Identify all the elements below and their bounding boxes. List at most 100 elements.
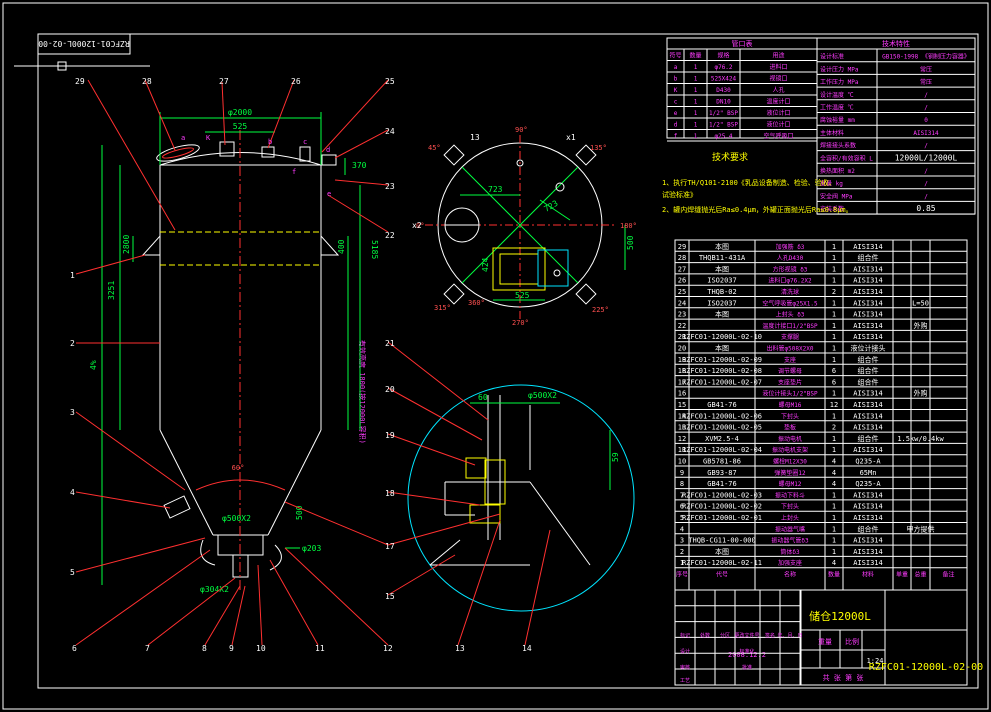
bom-cell: 18 bbox=[678, 367, 686, 375]
tech-value: / bbox=[924, 181, 928, 188]
top-dim-723a: 723 bbox=[488, 185, 503, 194]
tech-label: 换热面积 m2 bbox=[820, 167, 855, 175]
dim-3251: 3251 bbox=[107, 281, 116, 300]
dim-5185: 4% bbox=[89, 360, 98, 370]
tech-value: 0 bbox=[924, 117, 928, 124]
angle-360: 360° bbox=[468, 299, 485, 307]
svg-text:d: d bbox=[326, 146, 330, 154]
tech-label: 重量 kg bbox=[820, 180, 843, 188]
bom-cell: 9 bbox=[680, 469, 684, 477]
bom-cell: 螺母M12 bbox=[779, 480, 802, 488]
bom-cell: Q235-A bbox=[855, 458, 881, 466]
tech-label: 焊接接头系数 bbox=[820, 142, 856, 150]
bom-cell: GB93-87 bbox=[707, 469, 737, 477]
label-12: 12 bbox=[383, 644, 393, 653]
nozzle-cell: c bbox=[674, 99, 678, 106]
drawing-code: RZFC01-12000L-02-00 bbox=[869, 662, 983, 673]
nozzle-cell: a bbox=[674, 64, 678, 71]
bom-cell: 1 bbox=[832, 390, 836, 398]
tech-notes: 技术要求 1、执行TH/Q101-2100《乳品设备制造、检验、验收、 试验标准… bbox=[662, 151, 853, 214]
bom-cell: 12 bbox=[678, 435, 686, 443]
tech-label: 工作温度 ℃ bbox=[820, 104, 854, 112]
detail-view: 60 φ500X2 59 21 20 19 18 17 15 13 14 bbox=[385, 339, 635, 653]
bom-cell: 螺母M16 bbox=[779, 401, 802, 409]
bom-cell: THQB11-431A bbox=[699, 254, 746, 262]
cone-angle: 60° bbox=[232, 464, 245, 472]
bom-cell: 组合件 bbox=[858, 253, 879, 262]
angle-0: 0° bbox=[416, 222, 424, 230]
label-10: 10 bbox=[256, 644, 266, 653]
bom-cell: AISI314 bbox=[853, 277, 883, 285]
nozzle-cell: 1 bbox=[694, 99, 698, 106]
tech-label: 设计压力 MPa bbox=[820, 65, 859, 73]
nozzle-cell: 1 bbox=[694, 133, 698, 140]
label-9: 9 bbox=[229, 644, 234, 653]
bom-cell: GB41-76 bbox=[707, 480, 737, 488]
scale-value: 1:24 bbox=[867, 657, 884, 665]
tech-value: / bbox=[924, 143, 928, 150]
bom-cell: AISI314 bbox=[853, 537, 883, 545]
rotated-code-text: RZFC01-12000L-02-00 bbox=[38, 39, 130, 48]
svg-text:b: b bbox=[268, 138, 272, 146]
bom-cell: 25 bbox=[678, 288, 686, 296]
tb-cell: 处数 bbox=[700, 632, 710, 639]
tb-cell: 批准 bbox=[742, 664, 752, 671]
bom-cell: 6 bbox=[832, 367, 836, 375]
tech-label: 工作压力 MPa bbox=[820, 78, 859, 86]
bom-cell: 组合件 bbox=[858, 434, 879, 443]
dim-2800: 5185 bbox=[370, 240, 379, 259]
bom-cell: 本图 bbox=[715, 264, 729, 273]
tech-note-1b: 试验标准》 bbox=[662, 190, 697, 199]
bom-cell: AISI314 bbox=[853, 390, 883, 398]
bom-cell: 方形视镜 δ3 bbox=[773, 265, 808, 273]
label-11: 11 bbox=[315, 644, 325, 653]
tb-cell: 工艺 bbox=[680, 678, 690, 684]
tb-cell: 签名 bbox=[765, 632, 775, 639]
nozzle-cell: f bbox=[674, 133, 678, 140]
bom-cell: AISI314 bbox=[853, 446, 883, 454]
nozzle-cell: 1/2" BSP bbox=[709, 122, 738, 129]
nozzle-cell: 1 bbox=[694, 122, 698, 129]
bom-cell: RZFC01-12000L-02-03 bbox=[682, 491, 762, 499]
bom-cell: 出料管φ508X2X0 bbox=[767, 345, 814, 353]
angle-315: 315° bbox=[434, 304, 451, 312]
angle-225: 225° bbox=[592, 306, 609, 314]
tech-value: / bbox=[924, 105, 928, 112]
angle-90: 90° bbox=[515, 126, 528, 134]
bom-cell: 12 bbox=[830, 401, 838, 409]
bom-cell: 23 bbox=[678, 311, 686, 319]
bom-cell: 19 bbox=[678, 356, 686, 364]
bom-cell: RZFC01-12000L-02-05 bbox=[682, 424, 762, 432]
nozzle-cell: 1 bbox=[694, 76, 698, 83]
bom-cell: 4 bbox=[832, 458, 836, 466]
bom-header: 材料 bbox=[862, 571, 874, 579]
bom-cell: 筒体δ3 bbox=[780, 548, 800, 556]
bom-cell: Q235-A bbox=[855, 480, 881, 488]
detail-label-21: 21 bbox=[385, 339, 395, 348]
bom-cell: 螺栓M12X30 bbox=[773, 458, 807, 466]
bom-header: 名称 bbox=[784, 571, 796, 579]
tech-label: 腐蚀裕量 mm bbox=[820, 116, 855, 124]
nozzle-cell: DN10 bbox=[716, 99, 731, 106]
bom-cell: GB5781-86 bbox=[703, 458, 741, 466]
bom-cell: 1 bbox=[832, 311, 836, 319]
label-22: 22 bbox=[385, 231, 395, 240]
detail-label-17: 17 bbox=[385, 542, 395, 551]
bom-cell: AISI314 bbox=[853, 322, 883, 330]
top-dim-424: 424 bbox=[481, 257, 490, 272]
bom-cell: AISI314 bbox=[853, 333, 883, 341]
bom-cell: 29 bbox=[678, 243, 686, 251]
bom-cell: 1.5kw/0.4kw bbox=[897, 435, 944, 443]
bom-cell: 振动器气嘴 bbox=[775, 525, 805, 533]
bom-cell: 26 bbox=[678, 277, 686, 285]
label-24: 24 bbox=[385, 127, 395, 136]
bom-cell: 下封头 bbox=[781, 503, 799, 511]
bom-cell: RZFC01-12000L-02-07 bbox=[682, 378, 762, 386]
bom-cell: 本图 bbox=[715, 344, 729, 353]
bom-cell: 弹簧垫圈12 bbox=[774, 469, 806, 477]
tech-value: 常压 bbox=[920, 65, 932, 73]
svg-text:c: c bbox=[303, 138, 307, 146]
bom-cell: AISI314 bbox=[853, 401, 883, 409]
tech-value: / bbox=[924, 168, 928, 175]
